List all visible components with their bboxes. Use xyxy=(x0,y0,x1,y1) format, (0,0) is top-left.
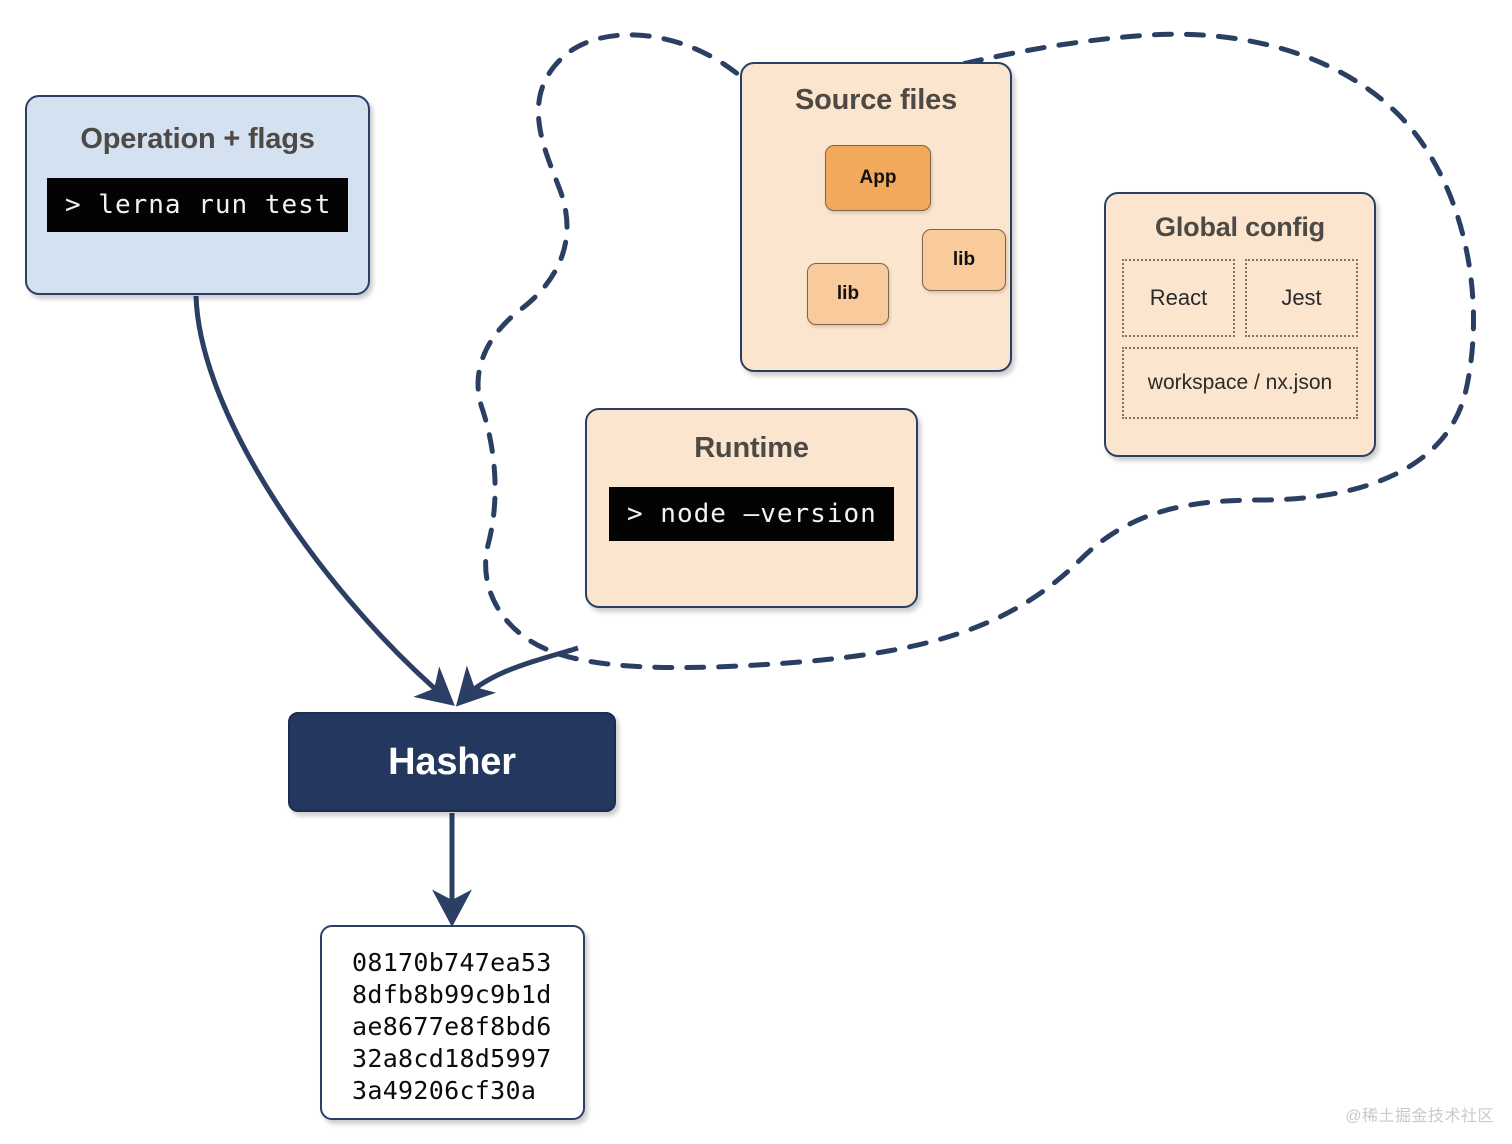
hash-line: 8dfb8b99c9b1d xyxy=(352,980,552,1009)
arrow-inputs-to-hasher xyxy=(455,645,579,707)
hash-line: 32a8cd18d5997 xyxy=(352,1044,552,1073)
runtime-card[interactable]: Runtime > node –version xyxy=(585,408,918,608)
global-config-title: Global config xyxy=(1155,212,1325,242)
watermark: @稀土掘金技术社区 xyxy=(1345,1108,1494,1125)
runtime-title: Runtime xyxy=(694,432,809,464)
config-cell-jest[interactable]: Jest xyxy=(1245,259,1358,337)
source-files-title: Source files xyxy=(795,84,957,116)
runtime-terminal: > node –version xyxy=(609,487,894,541)
hasher-card[interactable]: Hasher xyxy=(288,712,616,812)
dependency-graph: App lib lib xyxy=(742,117,1010,347)
graph-node-lib-right[interactable]: lib xyxy=(922,229,1006,291)
graph-node-app[interactable]: App xyxy=(825,145,931,211)
config-cell-workspace[interactable]: workspace / nx.json xyxy=(1122,347,1358,419)
hash-line: 08170b747ea53 xyxy=(352,948,552,977)
hash-line: ae8677e8f8bd6 xyxy=(352,1012,552,1041)
global-config-row-top: React Jest xyxy=(1122,259,1358,337)
operation-flags-card[interactable]: Operation + flags > lerna run test xyxy=(25,95,370,295)
global-config-card[interactable]: Global config React Jest workspace / nx.… xyxy=(1104,192,1376,457)
graph-node-lib-left[interactable]: lib xyxy=(807,263,889,325)
hash-output-card[interactable]: 08170b747ea53 8dfb8b99c9b1d ae8677e8f8bd… xyxy=(320,925,585,1120)
source-files-card[interactable]: Source files App lib lib xyxy=(740,62,1012,372)
hasher-title: Hasher xyxy=(388,740,516,783)
config-cell-react[interactable]: React xyxy=(1122,259,1235,337)
operation-flags-title: Operation + flags xyxy=(80,123,315,155)
operation-terminal: > lerna run test xyxy=(47,178,348,232)
hash-line: 3a49206cf30a xyxy=(352,1076,537,1105)
arrow-operation-to-hasher xyxy=(193,295,455,706)
